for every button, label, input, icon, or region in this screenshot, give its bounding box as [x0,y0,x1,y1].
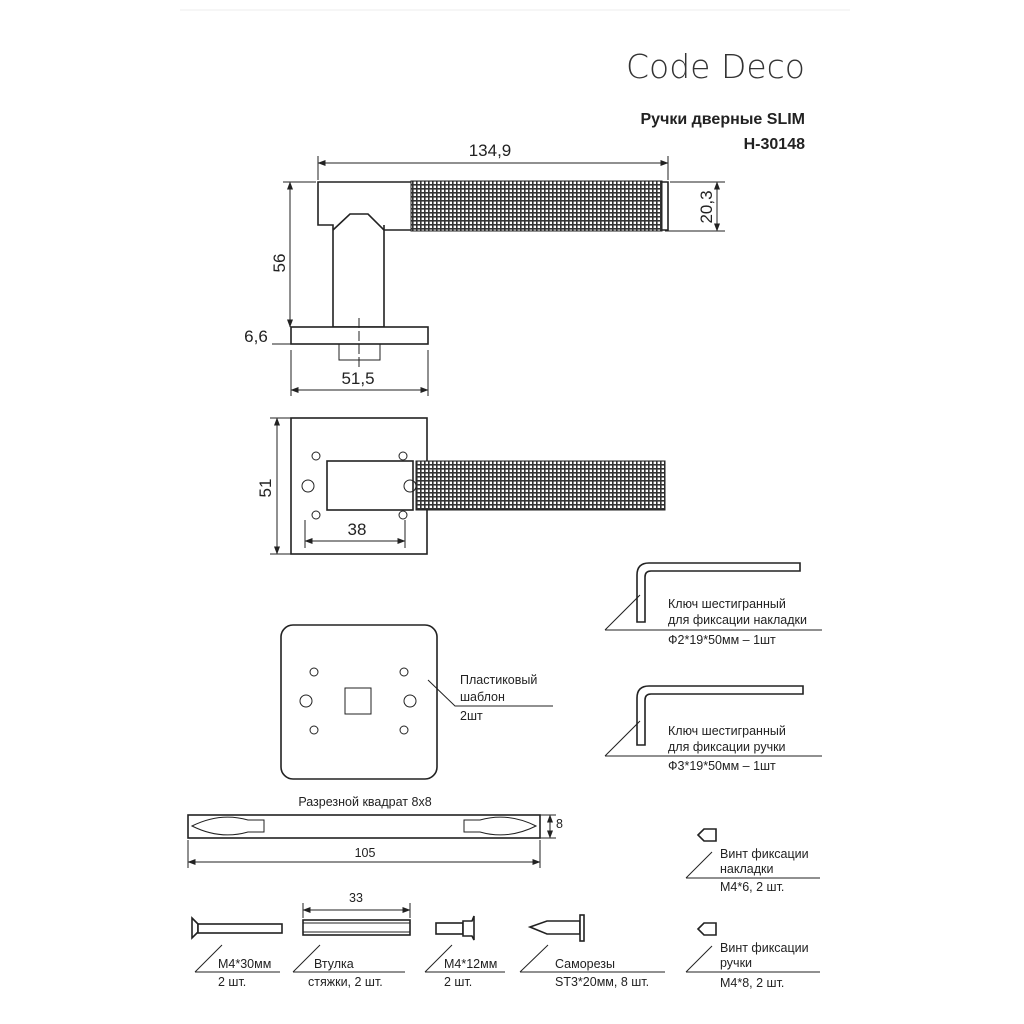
svg-text:Винт фиксации: Винт фиксации [720,847,809,861]
self-tapping-screw: Саморезы ST3*20мм, 8 шт. [519,914,665,989]
svg-text:накладки: накладки [720,862,773,876]
screw-plate: Винт фиксации накладки М4*6, 2 шт. [685,828,820,894]
product-title: Ручки дверные SLIM [641,111,806,128]
svg-text:Пластиковый: Пластиковый [460,673,537,687]
svg-text:Ф2*19*50мм – 1шт: Ф2*19*50мм – 1шт [668,633,776,647]
svg-text:Ключ шестигранный: Ключ шестигранный [668,724,786,738]
plastic-template: Пластиковый шаблон 2шт [280,624,553,780]
svg-text:М4*6, 2 шт.: М4*6, 2 шт. [720,880,784,894]
svg-text:стяжки, 2 шт.: стяжки, 2 шт. [308,975,383,989]
hex-key-plate: Ключ шестигранный для фиксации накладки … [604,562,822,647]
svg-text:2 шт.: 2 шт. [444,975,472,989]
svg-text:Саморезы: Саморезы [555,957,615,971]
handle-side-view: 134,9 20,3 56 6,6 51,5 [244,141,725,396]
bolt-m4x30: М4*30мм 2 шт. [191,916,283,989]
svg-text:для фиксации накладки: для фиксации накладки [668,613,807,627]
svg-text:ST3*20мм, 8 шт.: ST3*20мм, 8 шт. [555,975,649,989]
connecting-sleeve: 33 Втулка стяжки, 2 шт. [292,891,411,989]
split-spindle: Разрезной квадрат 8х8 8 105 [187,795,563,868]
dim-length: 134,9 [469,141,512,160]
dim-rose-square: 51 [256,479,275,498]
bolt-m4x12: М4*12мм 2 шт. [424,915,505,989]
svg-text:105: 105 [355,846,376,860]
svg-text:8: 8 [556,817,563,831]
svg-text:33: 33 [349,891,363,905]
svg-text:Ф3*19*50мм – 1шт: Ф3*19*50мм – 1шт [668,759,776,773]
dim-lever-height: 20,3 [697,190,716,223]
svg-text:Разрезной квадрат 8х8: Разрезной квадрат 8х8 [298,795,431,809]
svg-text:М4*12мм: М4*12мм [444,957,497,971]
model-number: H-30148 [744,136,805,153]
svg-text:для фиксации ручки: для фиксации ручки [668,740,786,754]
dim-rose-thickness: 6,6 [244,327,268,346]
handle-front-view: 51 38 [256,417,666,555]
svg-text:2 шт.: 2 шт. [218,975,246,989]
brand-logo: Code Deco [626,47,805,86]
dim-hole-spacing: 38 [348,520,367,539]
svg-text:ручки: ручки [720,956,752,970]
svg-text:2шт: 2шт [460,709,483,723]
svg-text:шаблон: шаблон [460,690,505,704]
dim-rose-width: 51,5 [341,369,374,388]
screw-handle: Винт фиксации ручки М4*8, 2 шт. [685,922,820,990]
dim-height: 56 [270,254,289,273]
svg-text:М4*8, 2 шт.: М4*8, 2 шт. [720,976,784,990]
hex-key-handle: Ключ шестигранный для фиксации ручки Ф3*… [604,685,822,773]
svg-text:Втулка: Втулка [314,957,354,971]
svg-text:Винт фиксации: Винт фиксации [720,941,809,955]
svg-text:М4*30мм: М4*30мм [218,957,271,971]
svg-text:Ключ шестигранный: Ключ шестигранный [668,597,786,611]
